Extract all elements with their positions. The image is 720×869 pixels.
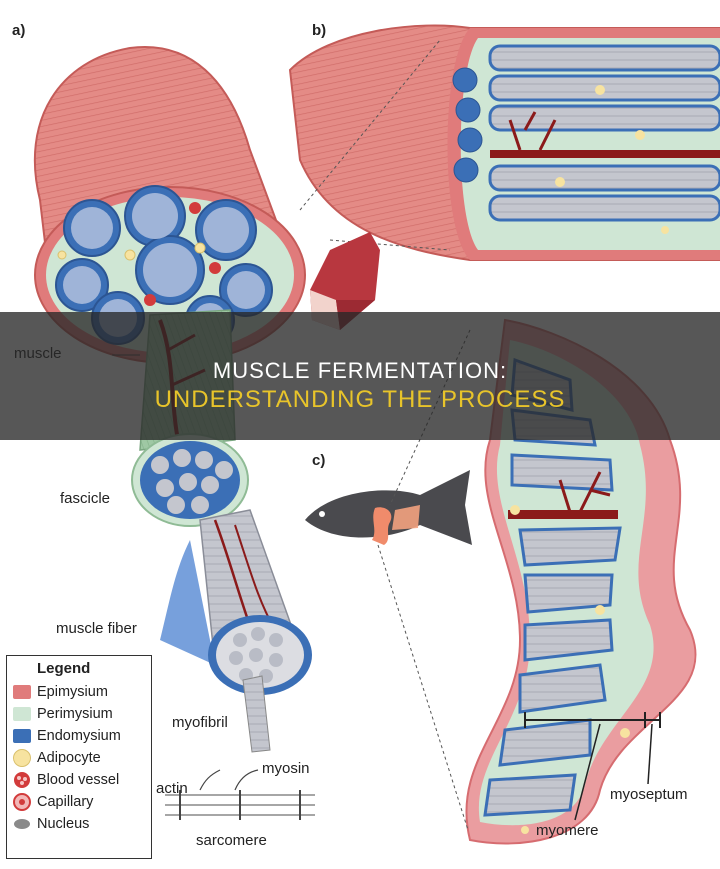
legend-item-endomysium: Endomysium xyxy=(13,726,121,746)
legend-label: Nucleus xyxy=(37,816,90,832)
nucleus-icon xyxy=(14,819,30,829)
label-muscle-fiber: muscle fiber xyxy=(56,620,137,637)
legend-item-nucleus: Nucleus xyxy=(13,814,89,834)
title-banner xyxy=(0,312,720,440)
banner-title-line1: MUSCLE FERMENTATION: xyxy=(212,358,508,383)
banner-title-line2: UNDERSTANDING THE PROCESS xyxy=(154,386,566,413)
legend-item-adipocyte: Adipocyte xyxy=(13,748,101,768)
legend-label: Capillary xyxy=(37,794,94,810)
legend-item-perimysium: Perimysium xyxy=(13,704,113,724)
blood-vessel-icon xyxy=(14,772,30,788)
legend-box: Legend Epimysium Perimysium Endomysium A… xyxy=(6,655,152,859)
fish-icon xyxy=(305,470,472,545)
label-myofibril: myofibril xyxy=(172,714,228,731)
capillary-icon xyxy=(13,793,31,811)
legend-label: Perimysium xyxy=(37,706,113,722)
endomysium-swatch xyxy=(13,729,31,743)
legend-title: Legend xyxy=(37,660,91,677)
adipocyte-swatch xyxy=(13,749,31,767)
legend-label: Adipocyte xyxy=(37,750,101,766)
legend-item-blood-vessel: Blood vessel xyxy=(13,770,119,790)
label-myomere: myomere xyxy=(536,822,599,839)
panel-b-longitudinal xyxy=(288,24,720,330)
label-myoseptum: myoseptum xyxy=(610,786,688,803)
label-fascicle: fascicle xyxy=(60,490,111,507)
label-myosin: myosin xyxy=(262,760,310,777)
panel-a-label: a) xyxy=(12,22,26,39)
panel-c-label: c) xyxy=(312,452,326,469)
epimysium-swatch xyxy=(13,685,31,699)
legend-label: Endomysium xyxy=(37,728,121,744)
perimysium-swatch xyxy=(13,707,31,721)
legend-item-epimysium: Epimysium xyxy=(13,682,108,702)
legend-label: Epimysium xyxy=(37,684,108,700)
panel-b-label: b) xyxy=(312,22,327,39)
legend-label: Blood vessel xyxy=(37,772,120,788)
label-actin: actin xyxy=(156,780,188,797)
label-sarcomere: sarcomere xyxy=(196,832,267,849)
legend-item-capillary: Capillary xyxy=(13,792,93,812)
